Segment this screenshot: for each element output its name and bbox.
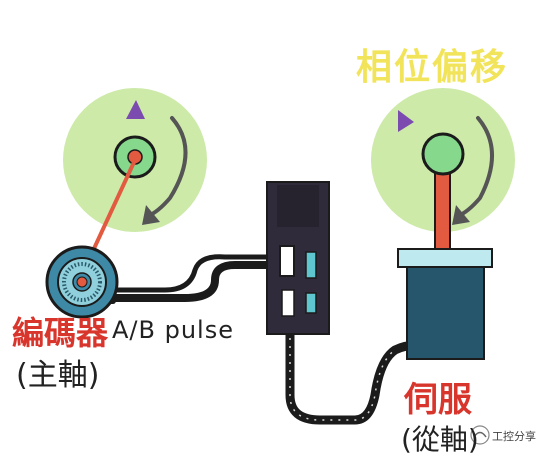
encoder-label: 編碼器 xyxy=(12,314,109,352)
pulse-cable xyxy=(111,261,294,302)
pulse-cable-return xyxy=(109,254,293,293)
servo-drive xyxy=(266,181,330,335)
encoder xyxy=(45,245,119,319)
slave-hub xyxy=(421,132,465,176)
slave-rotation-arrowhead xyxy=(452,205,470,225)
slave-rotation-arrow xyxy=(456,116,494,218)
signal-label: A/B pulse xyxy=(112,316,234,344)
servo-label: 伺服 xyxy=(404,380,472,420)
watermark-icon-glyph xyxy=(473,431,487,438)
master-marker-triangle xyxy=(126,100,145,119)
phase-offset-title: 相位偏移 xyxy=(356,47,509,88)
watermark-icon xyxy=(470,425,490,445)
watermark-text: 工控分享 xyxy=(492,430,536,443)
slave-marker-triangle xyxy=(398,110,414,132)
master-rotation-arrowhead xyxy=(142,205,160,225)
servo-sublabel: (從軸) xyxy=(401,423,479,456)
servo-motor xyxy=(397,248,493,360)
slave-shaft xyxy=(434,167,451,254)
encoder-sublabel: (主軸) xyxy=(16,358,100,393)
master-rotation-arrow xyxy=(146,116,188,218)
servo-cable xyxy=(285,320,423,425)
